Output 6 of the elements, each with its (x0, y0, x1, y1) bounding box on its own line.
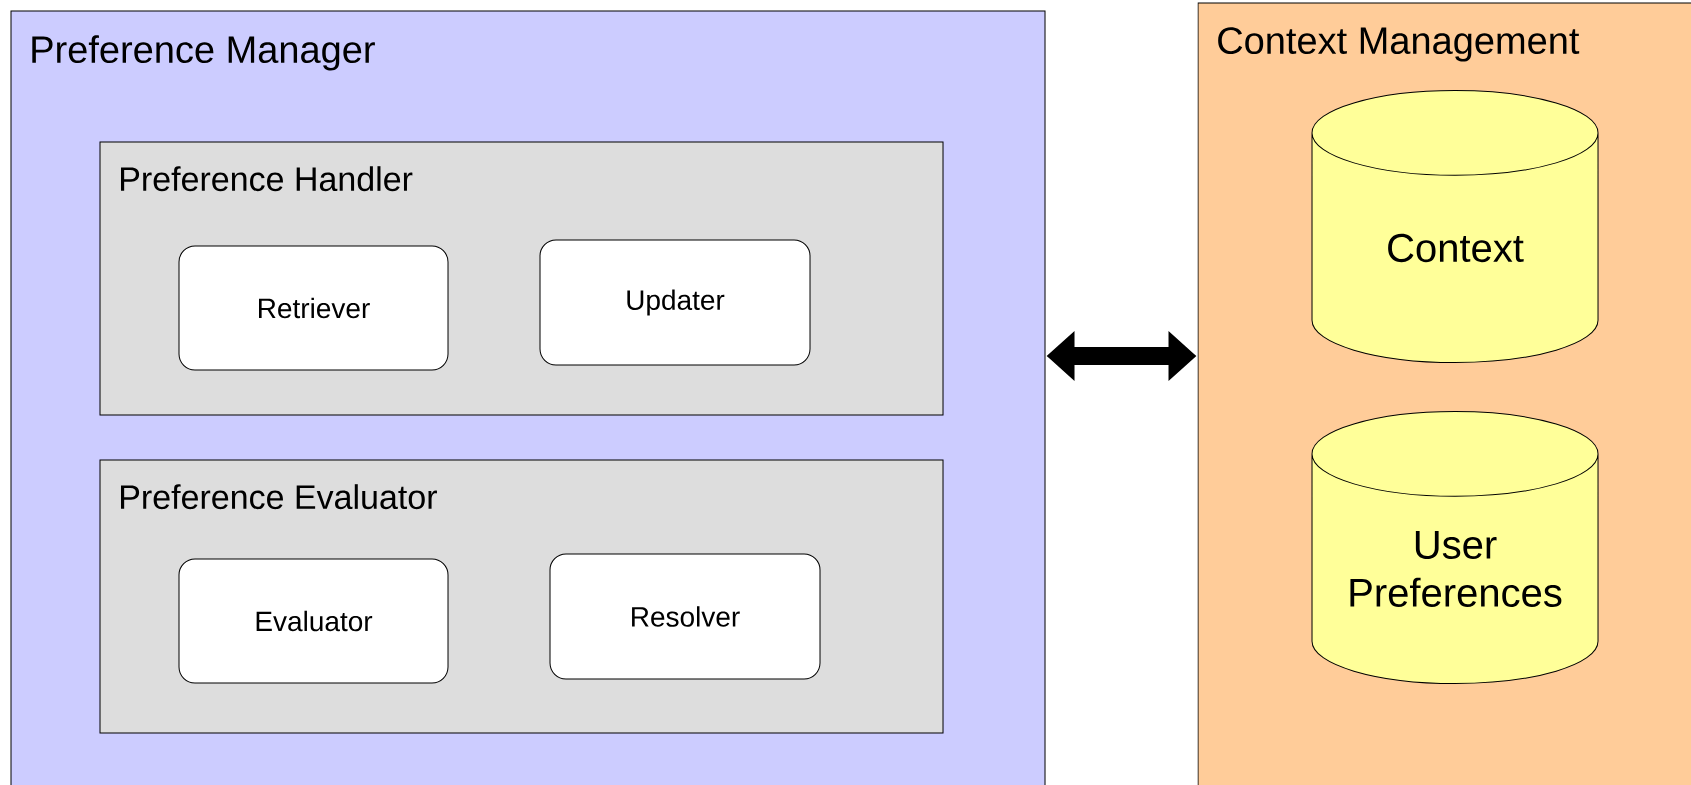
component-box: Evaluator (178, 558, 449, 684)
database-cylinder: User Preferences (1311, 411, 1599, 685)
component-box: Retriever (178, 245, 449, 371)
component-box: Resolver (549, 553, 821, 680)
component-box: Updater (539, 239, 811, 366)
database-cylinder: Context (1311, 90, 1599, 364)
